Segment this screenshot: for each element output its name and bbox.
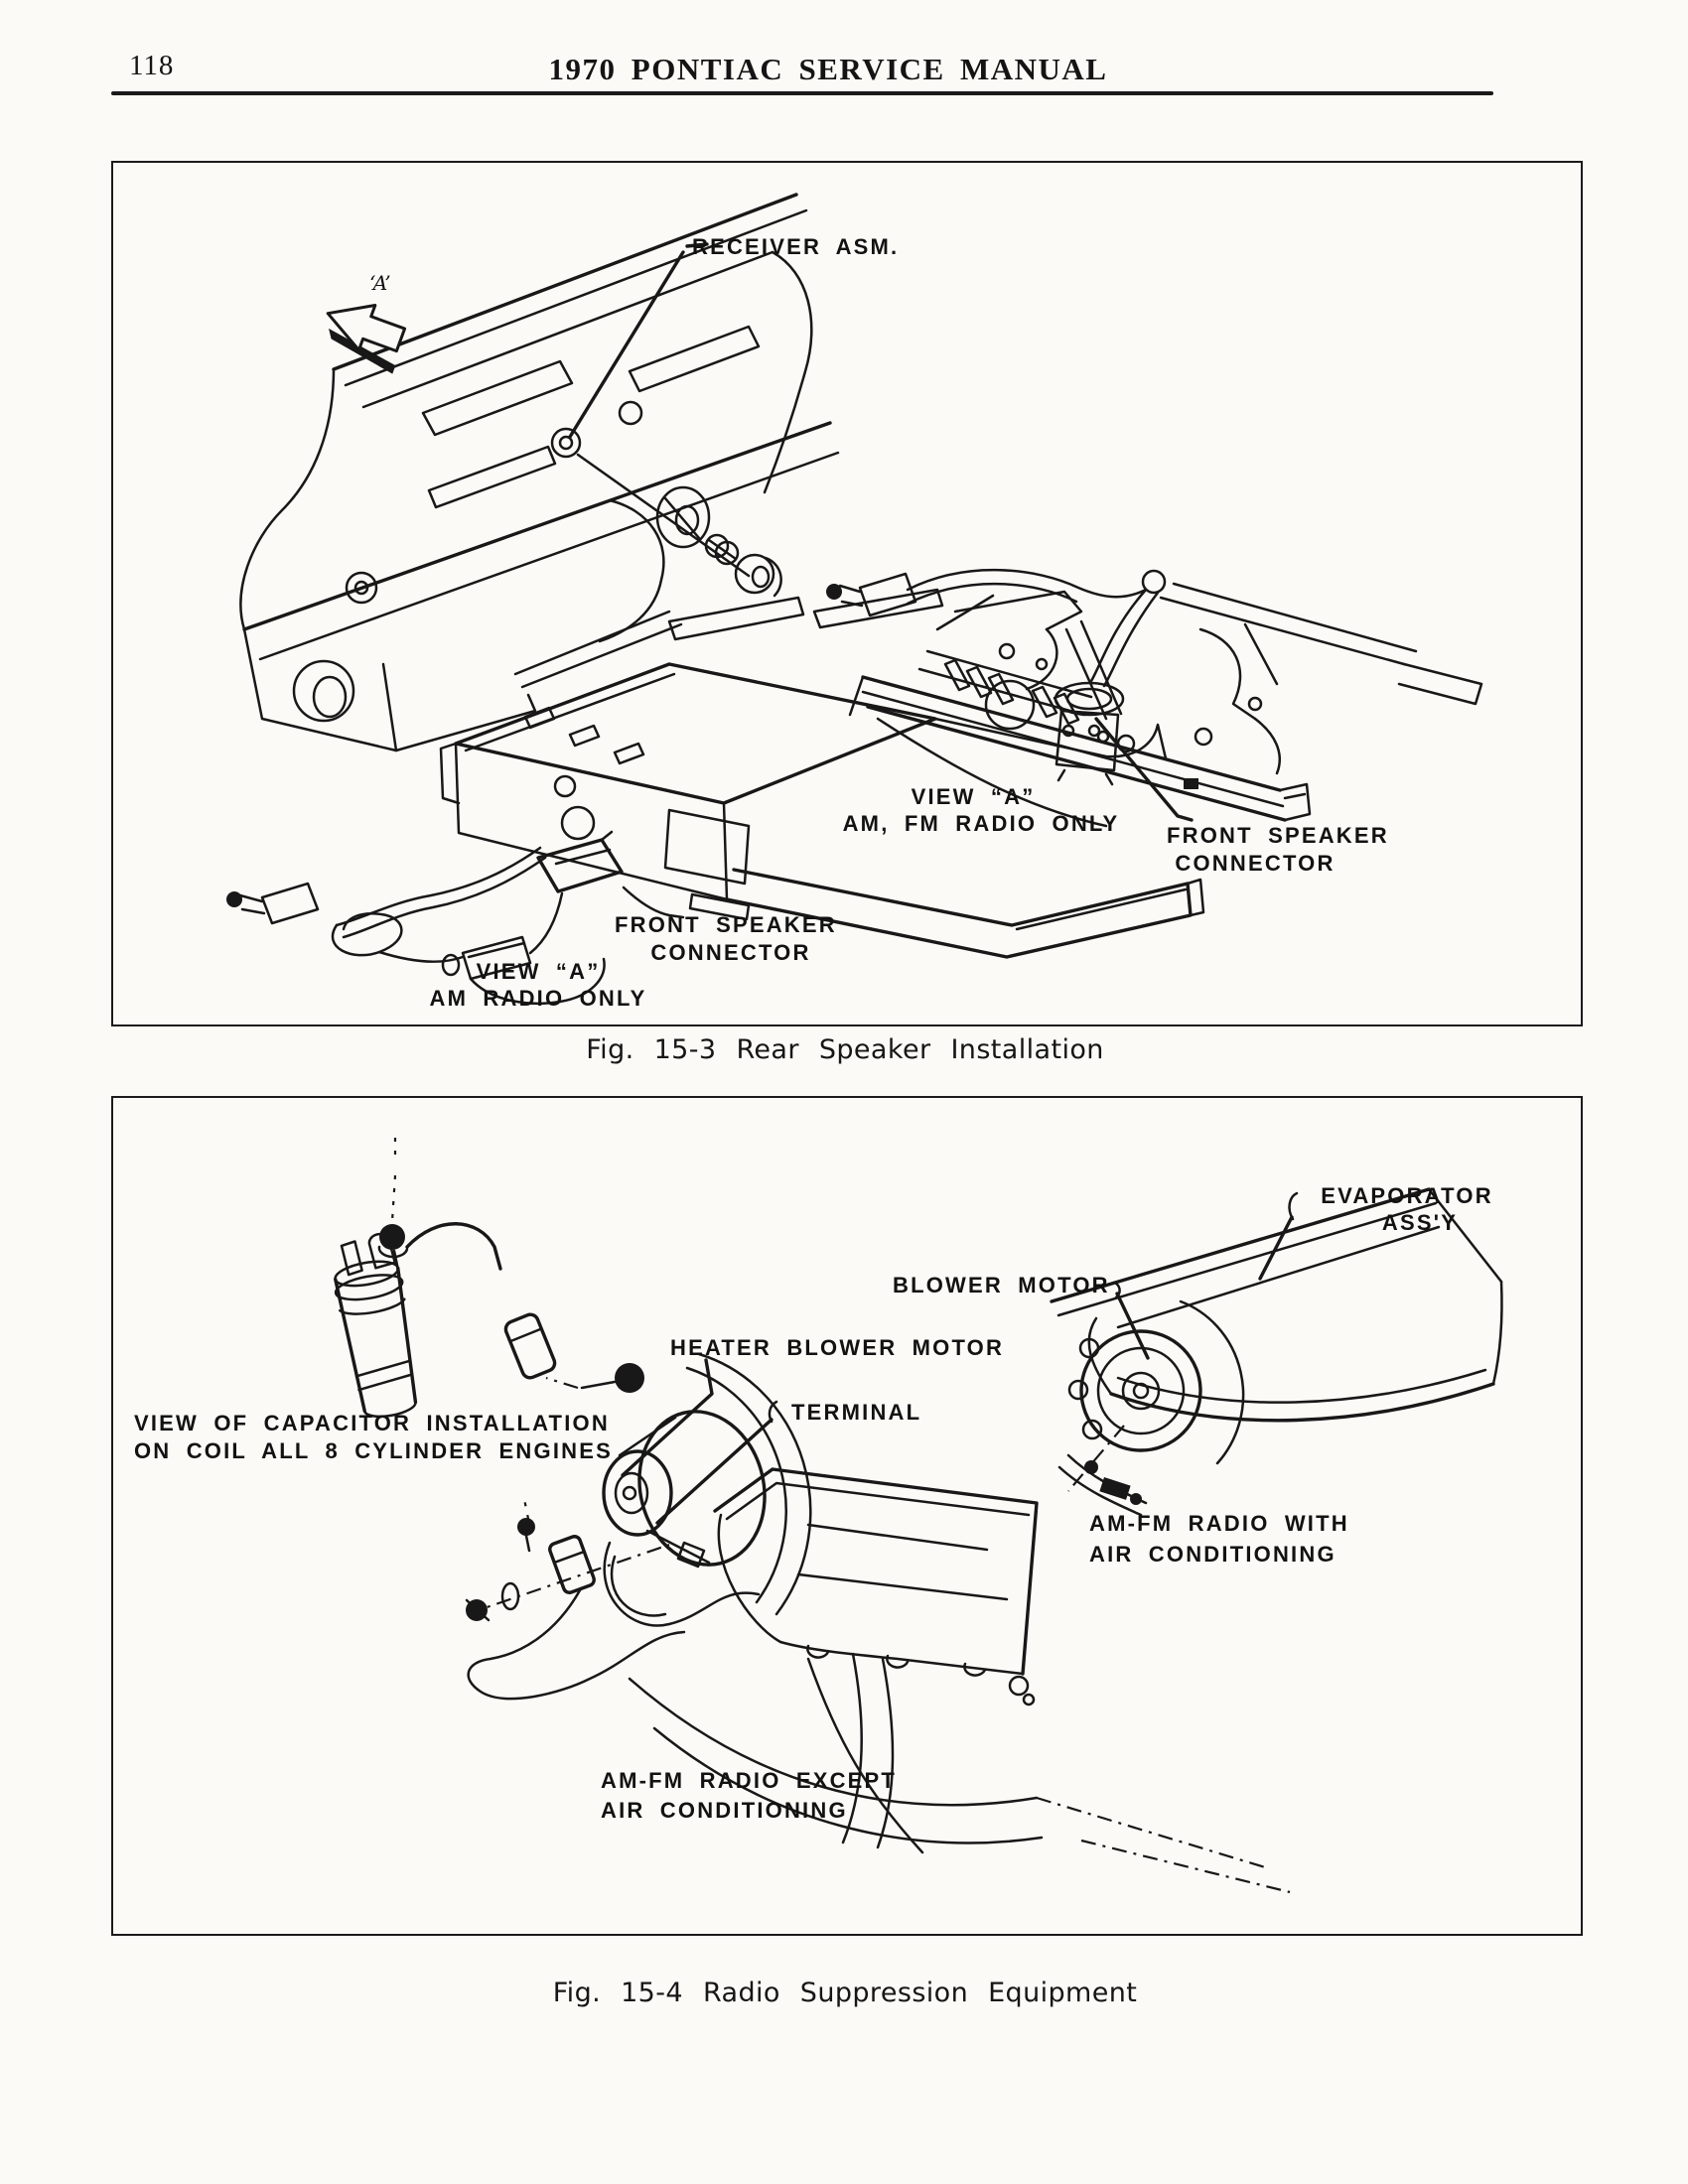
- amfm-except-ac-label-2: AIR CONDITIONING: [601, 1798, 848, 1823]
- knob-parts-drawing: [655, 485, 782, 598]
- front-speaker-right-label-1: FRONT SPEAKER: [1167, 823, 1389, 848]
- evaporator-label-2: ASS'Y: [1382, 1210, 1458, 1235]
- amfm-with-ac-label-2: AIR CONDITIONING: [1089, 1542, 1336, 1567]
- underbody-view-drawing: [826, 569, 1483, 828]
- header-rule: [111, 91, 1493, 95]
- evaporator-drawing: [1050, 1187, 1503, 1517]
- dash-panel-drawing: [239, 193, 840, 752]
- front-speaker-left-label-2: CONNECTOR: [650, 940, 810, 965]
- figure-15-3-caption: Fig. 15-3 Rear Speaker Installation: [586, 1034, 1104, 1065]
- front-speaker-right-label-2: CONNECTOR: [1175, 851, 1335, 876]
- figure-15-4-drawing: VIEW OF CAPACITOR INSTALLATION ON COIL A…: [134, 1138, 1503, 1894]
- terminal-label: TERMINAL: [791, 1400, 921, 1425]
- figure-15-4-caption: Fig. 15-4 Radio Suppression Equipment: [552, 1978, 1138, 2008]
- view-a-amfm-label-2: AM, FM RADIO ONLY: [843, 811, 1120, 836]
- heater-blower-drawing: [465, 1352, 1291, 1894]
- heater-blower-motor-label: HEATER BLOWER MOTOR: [670, 1335, 1004, 1360]
- view-a-amfm-label-1: VIEW “A”: [912, 784, 1036, 809]
- radio-chassis-drawing: [226, 588, 1205, 1005]
- figure-15-4-box: VIEW OF CAPACITOR INSTALLATION ON COIL A…: [111, 1096, 1583, 1936]
- view-a-am-label-1: VIEW “A”: [477, 959, 601, 984]
- view-a-am-label-2: AM RADIO ONLY: [429, 986, 646, 1011]
- capacitor-note-line-2: ON COIL ALL 8 CYLINDER ENGINES: [134, 1438, 613, 1463]
- amfm-with-ac-label-1: AM-FM RADIO WITH: [1089, 1511, 1349, 1536]
- front-speaker-left-label-1: FRONT SPEAKER: [615, 912, 837, 937]
- receiver-asm-label: RECEIVER ASM.: [692, 234, 899, 259]
- evaporator-label-1: EVAPORATOR: [1321, 1183, 1493, 1208]
- amfm-except-ac-label-1: AM-FM RADIO EXCEPT: [601, 1768, 897, 1793]
- arrow-a-label: ‘A’: [369, 271, 391, 295]
- blower-motor-label: BLOWER MOTOR: [893, 1273, 1110, 1297]
- capacitor-note-line-1: VIEW OF CAPACITOR INSTALLATION: [134, 1411, 610, 1435]
- page-number: 118: [129, 50, 175, 81]
- figure-15-3-box: ‘A’ RECEIVER ASM.: [111, 161, 1583, 1026]
- view-a-arrow-icon: [326, 303, 407, 374]
- figure-15-3-drawing: ‘A’ RECEIVER ASM.: [226, 193, 1483, 1011]
- coil-capacitor-drawing: [334, 1138, 644, 1419]
- page-title: 1970 PONTIAC SERVICE MANUAL: [548, 52, 1108, 86]
